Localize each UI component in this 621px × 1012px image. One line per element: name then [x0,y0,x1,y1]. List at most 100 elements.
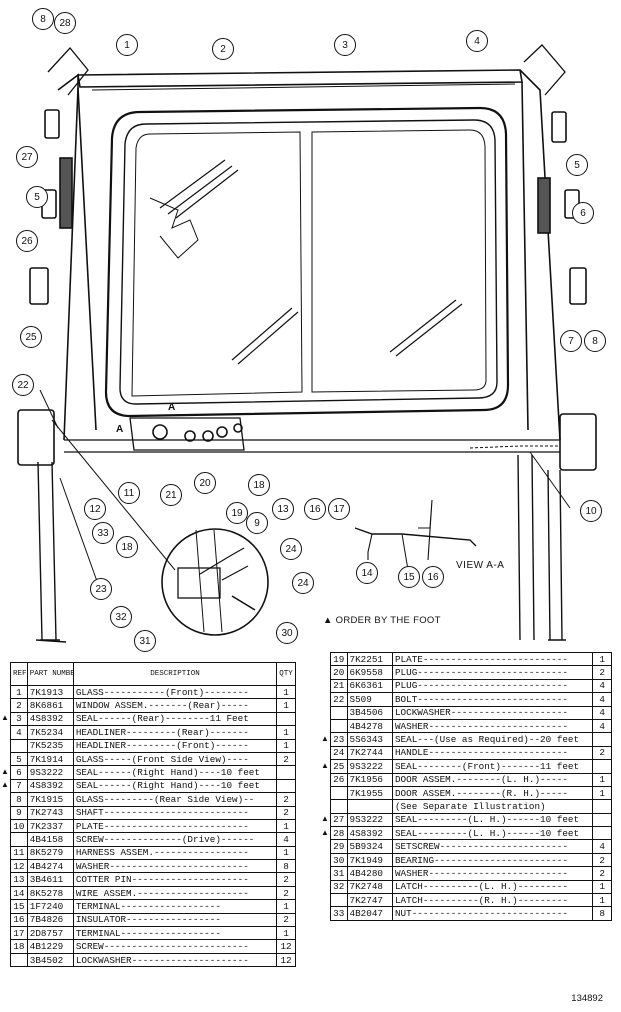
ref-cell: 26 [330,772,348,787]
ref-cell: 21 [330,678,348,694]
callout-13: 13 [272,498,294,520]
qty-cell: 4 [592,692,612,707]
description-cell: GLASS---------(Rear Side View)-- [72,792,278,807]
qty-cell: 2 [592,852,612,868]
part-number-cell: 7K2743 [26,805,74,820]
cab-drawing [17,44,597,643]
description-cell: WASHER------------------------- [72,859,278,874]
ref-cell [330,799,348,814]
part-number-cell: 1F7240 [26,899,74,914]
qty-cell: 4 [592,839,612,854]
qty-cell: 4 [592,705,612,720]
ref-cell: 17 [10,926,28,941]
callout-22: 22 [12,374,34,396]
ref-cell: 11 [10,845,28,861]
qty-cell: 1 [592,893,612,908]
callout-16-upper: 16 [304,498,326,520]
description-cell: GLASS-----------(Front)-------- [72,684,278,700]
callout-17: 17 [328,498,350,520]
description-cell: PLUG--------------------------- [391,678,594,694]
ref-cell [10,952,28,968]
qty-cell: 2 [276,751,296,767]
part-number-cell: 5S6343 [346,732,393,747]
qty-cell: 8 [276,859,296,874]
ref-cell [330,785,348,801]
callout-31: 31 [134,630,156,652]
callout-12: 12 [84,498,106,520]
callout-23: 23 [90,578,112,600]
qty-cell: 2 [276,912,296,928]
part-number-cell: 4S8392 [346,826,393,841]
part-number-cell: 7B4826 [26,912,74,928]
callout-32: 32 [110,606,132,628]
description-cell: LOCKWASHER--------------------- [72,952,278,968]
description-cell: BEARING------------------------ [391,852,594,868]
part-number-cell: 8K5279 [26,845,74,861]
description-cell: HARNESS ASSEM.----------------- [72,845,278,861]
cab-exploded-diagram: 8 28 1 2 3 4 27 5 26 5 6 25 7 8 22 11 21… [12,8,606,652]
description-cell: (See Separate Illustration) [391,799,594,814]
description-cell: INSULATOR----------------- [72,912,278,928]
part-number-cell: 4B4278 [346,718,393,734]
qty-cell: 4 [592,718,612,734]
ref-cell [10,738,28,753]
part-number-cell: 3B4611 [26,872,74,887]
part-number-cell: S509 [346,692,393,707]
description-cell: WASHER------------------------- [391,866,594,881]
order-by-foot-marker: ▲ [321,760,329,770]
callout-11: 11 [118,482,140,504]
callout-2: 2 [212,38,234,60]
section-mark-a-top: A [168,402,176,413]
order-by-foot-marker: ▲ [1,780,9,790]
callout-26: 26 [16,230,38,252]
table-header-row: REF. NO. PART NUMBER DESCRIPTION QTY [10,662,296,686]
qty-cell: 2 [276,885,296,901]
description-cell: SEAL---(Use as Required)--20 feet [391,732,594,747]
part-number-cell: 7K1956 [346,772,393,787]
callout-25: 25 [20,326,42,348]
ref-cell: 32 [330,879,348,895]
description-cell: SHAFT-------------------------- [72,805,278,820]
part-number-cell: 7K5234 [26,725,74,740]
description-cell: SCREW--------------(Drive)------ [72,832,278,847]
callout-18-lower: 18 [116,536,138,558]
description-cell: HANDLE------------------------- [391,745,594,761]
ref-cell: 33 [330,906,348,921]
qty-cell [592,826,612,841]
ref-cell [330,893,348,908]
part-number-cell: 7K1913 [26,684,74,700]
ref-cell: 18 [10,939,28,954]
ref-cell: 5 [10,751,28,767]
part-number-cell: 4S8392 [26,778,74,794]
part-number-cell: 6K6361 [346,678,393,694]
description-cell: DOOR ASSEM.--------(R. H.)----- [391,785,594,801]
callout-28: 28 [54,12,76,34]
description-cell: SEAL---------(L. H.)------10 feet [391,812,594,828]
qty-cell: 4 [276,832,296,847]
qty-cell: 12 [276,952,296,968]
part-number-cell: 3B4502 [26,952,74,968]
qty-cell: 1 [276,684,296,700]
description-cell: DOOR ASSEM.--------(L. H.)----- [391,772,594,787]
callout-5-right: 5 [566,154,588,176]
ref-cell [330,718,348,734]
